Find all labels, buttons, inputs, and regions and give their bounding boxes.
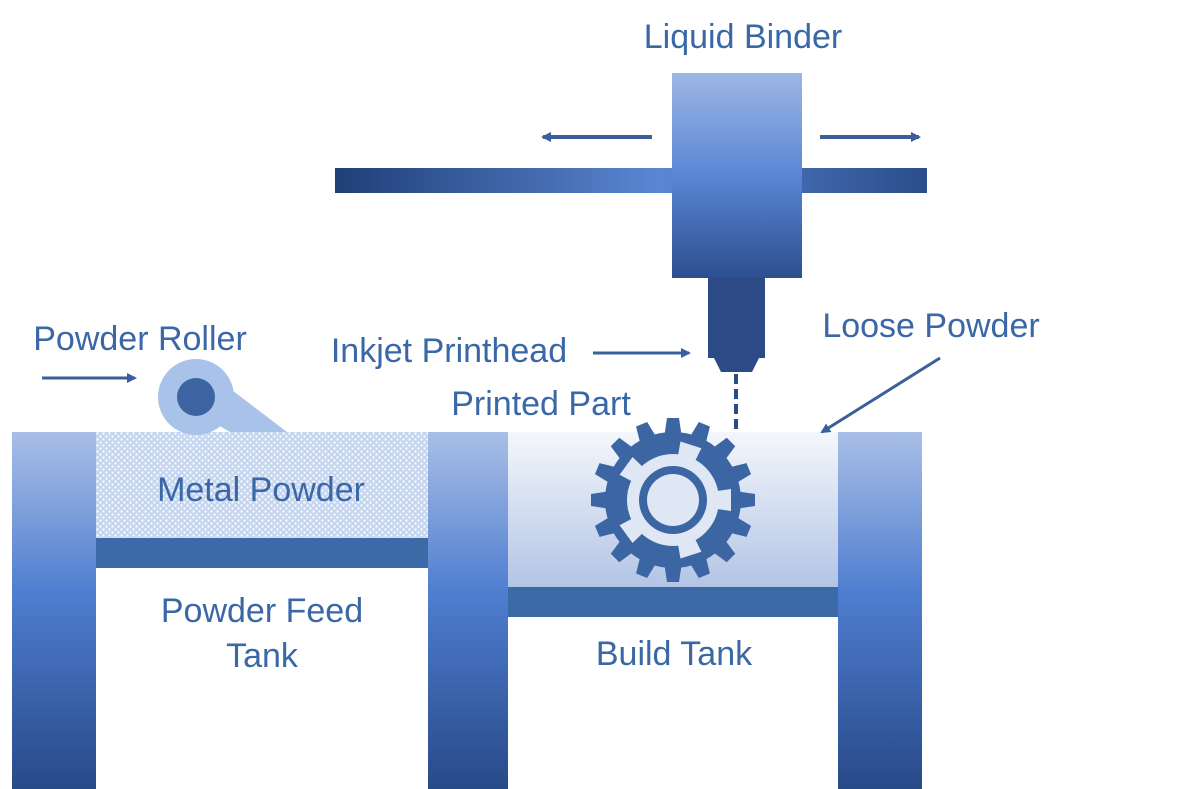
label-build-tank: Build Tank <box>596 635 753 673</box>
feed-tank-platform <box>96 538 428 568</box>
label-inkjet-printhead: Inkjet Printhead <box>331 332 567 370</box>
gear-window <box>676 532 702 559</box>
gear-window <box>676 441 702 468</box>
printhead-carriage <box>672 73 802 278</box>
roller-icon <box>158 359 287 435</box>
gear-tooth <box>610 537 636 563</box>
label-metal-powder: Metal Powder <box>157 471 365 509</box>
gear-window <box>619 457 648 485</box>
label-printed-part: Printed Part <box>451 385 631 423</box>
gear-tooth <box>610 437 636 463</box>
gear-icon <box>591 418 755 582</box>
gear-tooth <box>710 437 736 463</box>
gear-window <box>710 489 731 511</box>
label-powder-feed-tank-line1: Powder Feed <box>161 592 363 630</box>
gantry-rail <box>335 168 927 193</box>
gear-window <box>619 515 648 543</box>
label-liquid-binder: Liquid Binder <box>644 18 842 56</box>
gear-tooth <box>710 537 736 563</box>
metal-powder-bed <box>96 432 428 538</box>
left-wall <box>12 432 96 789</box>
build-tank-platform <box>508 587 838 617</box>
printhead-nozzle <box>708 278 765 358</box>
label-powder-roller: Powder Roller <box>33 320 247 358</box>
middle-wall <box>428 432 508 789</box>
label-loose-powder: Loose Powder <box>822 307 1039 345</box>
loose-powder-arrow <box>820 356 941 434</box>
right-wall <box>838 432 922 789</box>
label-powder-feed-tank-line2: Tank <box>226 637 299 675</box>
nozzle-tip <box>714 358 759 372</box>
